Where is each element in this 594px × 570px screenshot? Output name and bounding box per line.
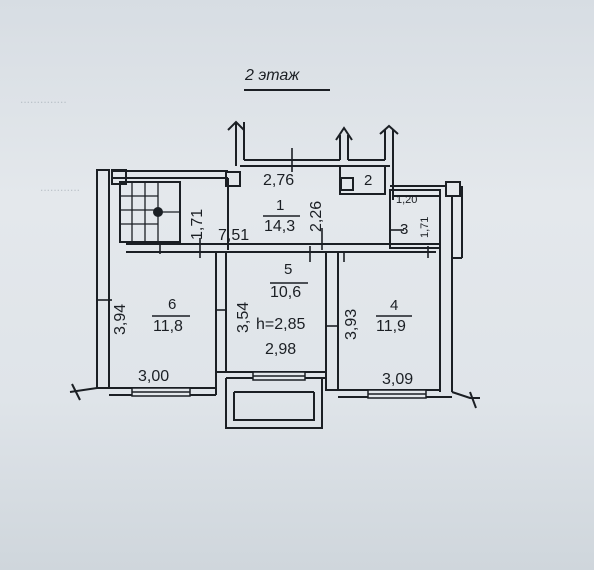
dim-room6-height: 3,94 xyxy=(112,303,129,335)
room-4-area: 11,9 xyxy=(376,318,406,335)
balcony xyxy=(225,378,323,429)
dim-room4-height: 3,93 xyxy=(343,308,360,340)
dim-room3-height: 1,71 xyxy=(419,216,431,238)
ground-line-right xyxy=(451,391,480,399)
column-mid xyxy=(225,171,241,187)
room-5-number: 5 xyxy=(284,261,293,278)
dim-room4-width: 3,09 xyxy=(382,371,414,388)
column-small xyxy=(340,177,354,191)
dim-room3-width: 1,20 xyxy=(396,194,418,206)
room-6-number: 6 xyxy=(168,296,177,313)
room-4-number: 4 xyxy=(390,297,399,314)
dim-corridor-height: 2,26 xyxy=(308,200,325,232)
dim-room5-height: 3,54 xyxy=(235,301,252,333)
dim-room6-width: 3,00 xyxy=(138,368,170,385)
column-right xyxy=(445,181,461,197)
bg-print-text: ............ xyxy=(40,180,81,194)
windows xyxy=(131,371,427,399)
stair-center xyxy=(153,207,163,217)
area-lines xyxy=(152,215,412,317)
dim-ticks xyxy=(96,148,429,327)
dim-corridor-top-width: 2,76 xyxy=(263,172,295,189)
room-1-number: 1 xyxy=(276,197,285,214)
room-2-number: 2 xyxy=(364,172,373,189)
ceiling-height: h=2,85 xyxy=(256,316,306,333)
stair-steps xyxy=(120,182,180,242)
room-6-area: 11,8 xyxy=(153,318,183,335)
wall-5-4 xyxy=(325,251,339,391)
ground-line-left xyxy=(69,387,100,393)
bg-print-text: .............. xyxy=(20,92,67,106)
floor-title: 2 этаж xyxy=(245,67,300,84)
dim-corridor-length: 7,51 xyxy=(218,227,250,244)
dim-stair-height: 1,71 xyxy=(189,208,206,240)
room-5-area: 10,6 xyxy=(270,284,302,301)
dim-room5-width: 2,98 xyxy=(265,341,297,358)
room-1-area: 14,3 xyxy=(264,218,296,235)
wall-6-5 xyxy=(215,251,227,373)
room-3-number: 3 xyxy=(400,221,409,238)
left-wall xyxy=(96,169,110,389)
